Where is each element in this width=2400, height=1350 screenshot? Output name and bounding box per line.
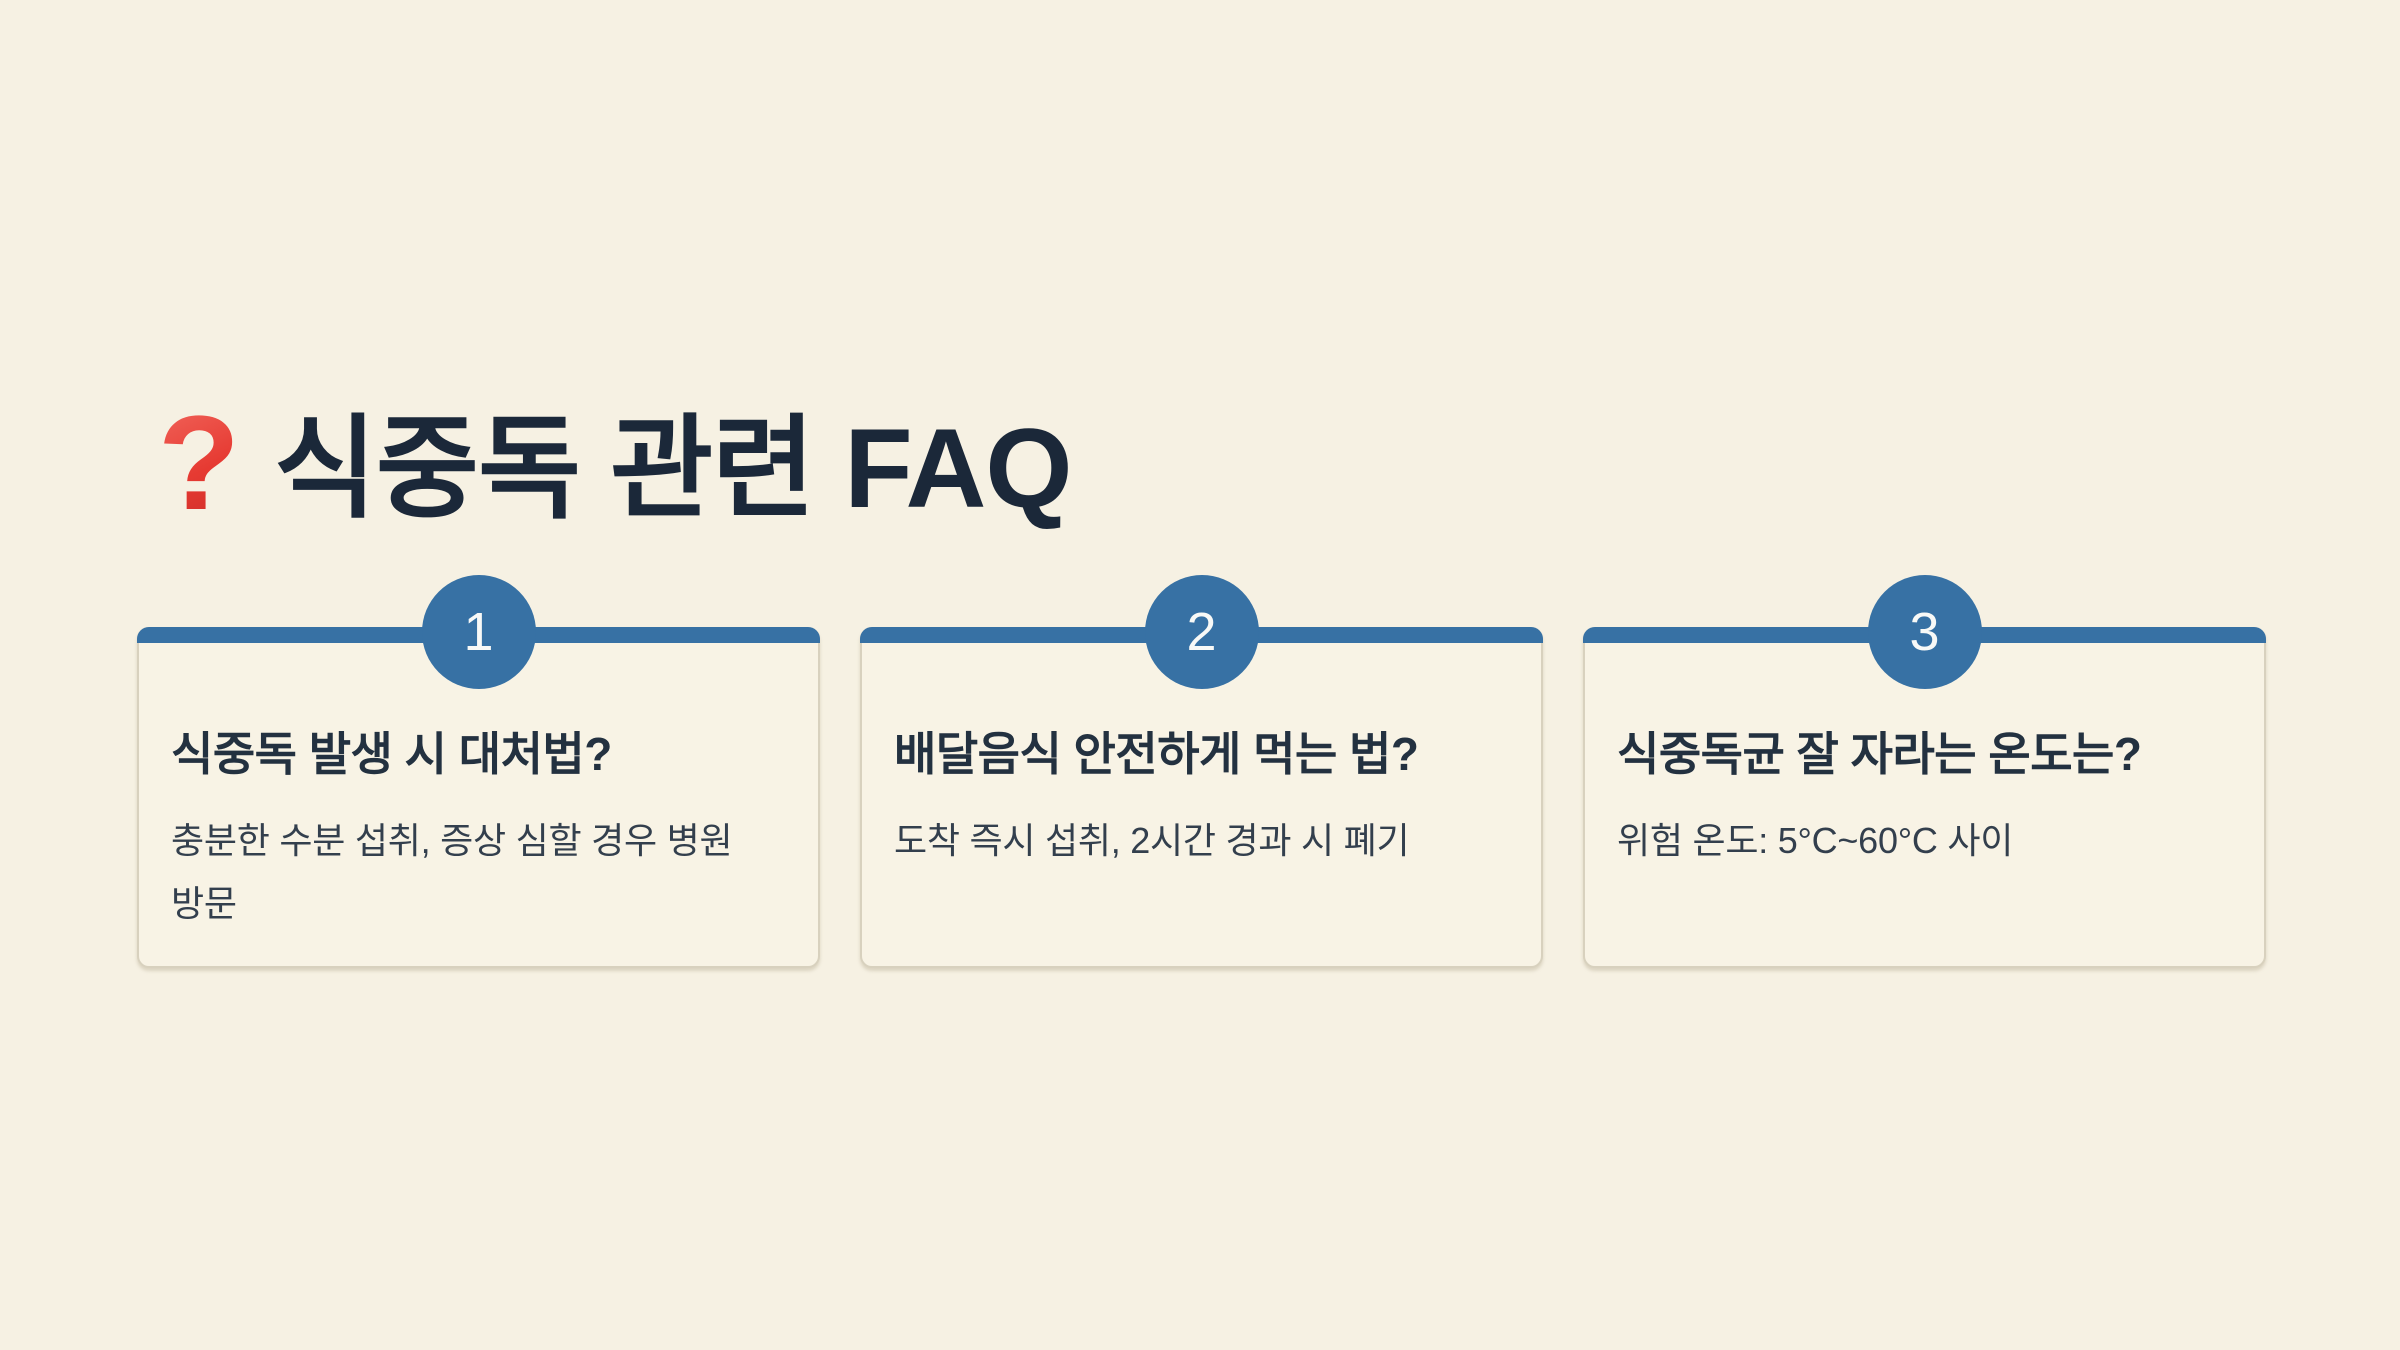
faq-card-1: 1 식중독 발생 시 대처법? 충분한 수분 섭취, 증상 심할 경우 병원 방… [137,575,820,968]
card-number-badge: 3 [1867,575,1982,689]
card-number: 3 [1909,602,1940,662]
card-number-badge: 2 [1144,575,1259,689]
faq-cards-row: 1 식중독 발생 시 대처법? 충분한 수분 섭취, 증상 심할 경우 병원 방… [137,575,2266,968]
card-number: 2 [1186,602,1217,662]
faq-answer: 충분한 수분 섭취, 증상 심할 경우 병원 방문 [171,820,733,925]
card-body: 식중독 발생 시 대처법? 충분한 수분 섭취, 증상 심할 경우 병원 방문 [139,629,818,935]
faq-card-3: 3 식중독균 잘 자라는 온도는? 위험 온도: 5°C~60°C 사이 [1583,575,2266,968]
faq-question: 배달음식 안전하게 먹는 법? [894,728,1419,780]
card-body: 배달음식 안전하게 먹는 법? 도착 즉시 섭취, 2시간 경과 시 폐기 [862,629,1541,872]
card-body: 식중독균 잘 자라는 온도는? 위험 온도: 5°C~60°C 사이 [1585,629,2264,872]
page-header: ? 식중독 관련 FAQ [158,389,1073,538]
faq-answer: 도착 즉시 섭취, 2시간 경과 시 폐기 [894,820,1410,862]
faq-question: 식중독 발생 시 대처법? [171,728,612,780]
faq-question: 식중독균 잘 자라는 온도는? [1617,728,2142,780]
page-title: 식중독 관련 FAQ [273,406,1073,531]
red-question-mark-icon: ? [158,389,240,538]
card-number-badge: 1 [421,575,536,689]
faq-card-2: 2 배달음식 안전하게 먹는 법? 도착 즉시 섭취, 2시간 경과 시 폐기 [860,575,1543,968]
faq-answer: 위험 온도: 5°C~60°C 사이 [1617,820,2014,862]
card-number: 1 [463,602,494,662]
